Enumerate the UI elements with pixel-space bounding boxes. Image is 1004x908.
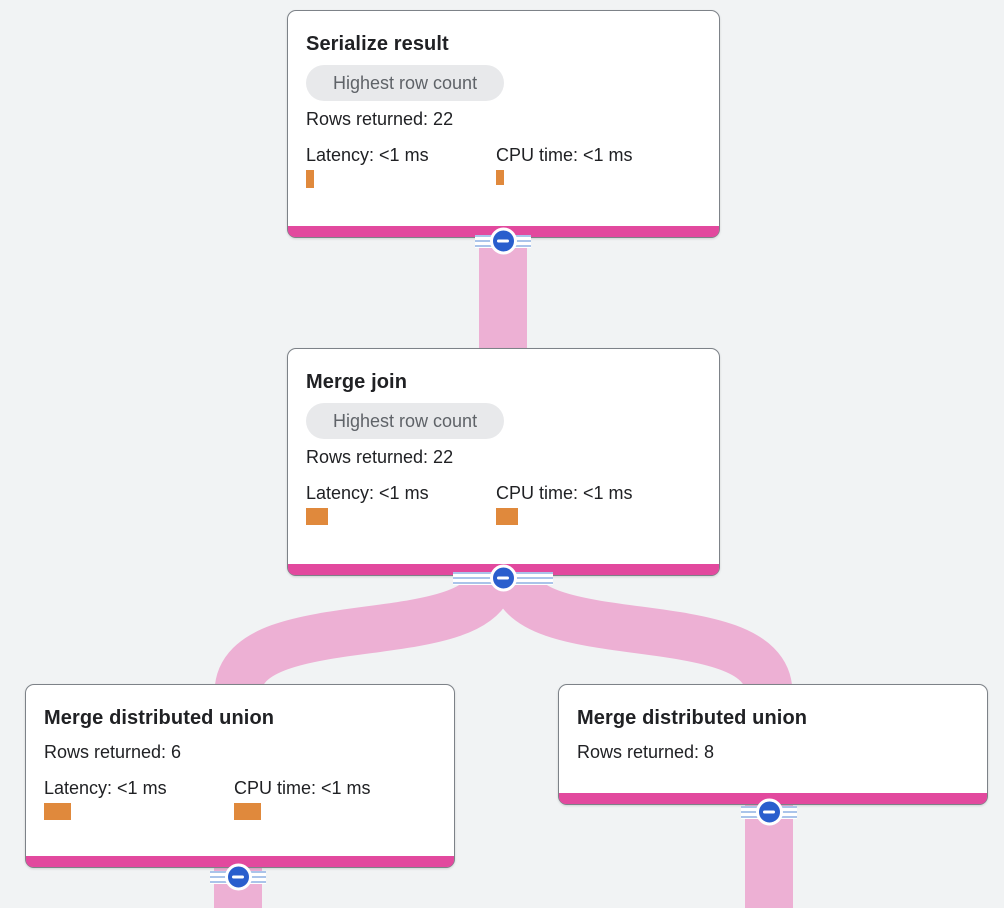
latency-label: Latency: <1 ms — [306, 145, 429, 165]
latency-metric: Latency: <1 ms — [306, 145, 496, 188]
plan-node-merge-distributed-union-right[interactable]: Merge distributed union Rows returned: 8 — [558, 684, 988, 805]
collapse-button-merge-join[interactable] — [453, 564, 553, 592]
edge-mergejoin-to-left-union — [214, 569, 516, 696]
minus-icon — [489, 564, 517, 592]
latency-metric: Latency: <1 ms — [306, 483, 496, 525]
cpu-time-label: CPU time: <1 ms — [496, 145, 633, 165]
latency-bar — [306, 508, 328, 525]
rows-returned-text: Rows returned: 22 — [306, 447, 454, 467]
plan-node-merge-join[interactable]: Merge join Highest row count Rows return… — [287, 348, 720, 576]
cpu-metric: CPU time: <1 ms — [234, 778, 424, 820]
collapse-button-union-right[interactable] — [741, 798, 797, 826]
plan-node-serialize-result[interactable]: Serialize result Highest row count Rows … — [287, 10, 720, 238]
node-latency-strip — [26, 856, 454, 867]
minus-icon — [755, 798, 783, 826]
latency-label: Latency: <1 ms — [44, 778, 167, 798]
rows-returned-text: Rows returned: 8 — [577, 742, 715, 762]
highest-row-count-badge: Highest row count — [306, 403, 505, 439]
latency-bar — [306, 170, 314, 188]
plan-node-merge-distributed-union-left[interactable]: Merge distributed union Rows returned: 6… — [25, 684, 455, 868]
edge-mergejoin-to-right-union — [490, 569, 793, 696]
metrics-row: Latency: <1 ms CPU time: <1 ms — [44, 778, 436, 820]
node-title: Serialize result — [306, 33, 449, 55]
metrics-row: Latency: <1 ms CPU time: <1 ms — [306, 483, 701, 525]
latency-label: Latency: <1 ms — [306, 483, 429, 503]
cpu-time-label: CPU time: <1 ms — [496, 483, 633, 503]
cpu-time-bar — [496, 508, 518, 525]
rows-returned-text: Rows returned: 22 — [306, 109, 454, 129]
latency-bar — [44, 803, 71, 820]
node-title: Merge distributed union — [577, 707, 808, 729]
cpu-time-bar — [496, 170, 504, 185]
minus-icon — [224, 863, 252, 891]
node-title: Merge distributed union — [44, 707, 275, 729]
metrics-row: Latency: <1 ms CPU time: <1 ms — [306, 145, 701, 188]
latency-metric: Latency: <1 ms — [44, 778, 234, 820]
cpu-metric: CPU time: <1 ms — [496, 483, 686, 525]
edge-serialize-to-mergejoin — [479, 238, 527, 352]
collapse-button-serialize-result[interactable] — [475, 227, 531, 255]
collapse-button-union-left[interactable] — [210, 863, 266, 891]
highest-row-count-badge: Highest row count — [306, 65, 505, 101]
cpu-time-label: CPU time: <1 ms — [234, 778, 371, 798]
minus-icon — [489, 227, 517, 255]
cpu-metric: CPU time: <1 ms — [496, 145, 686, 188]
cpu-time-bar — [234, 803, 261, 820]
rows-returned-text: Rows returned: 6 — [44, 742, 182, 762]
node-title: Merge join — [306, 371, 408, 393]
